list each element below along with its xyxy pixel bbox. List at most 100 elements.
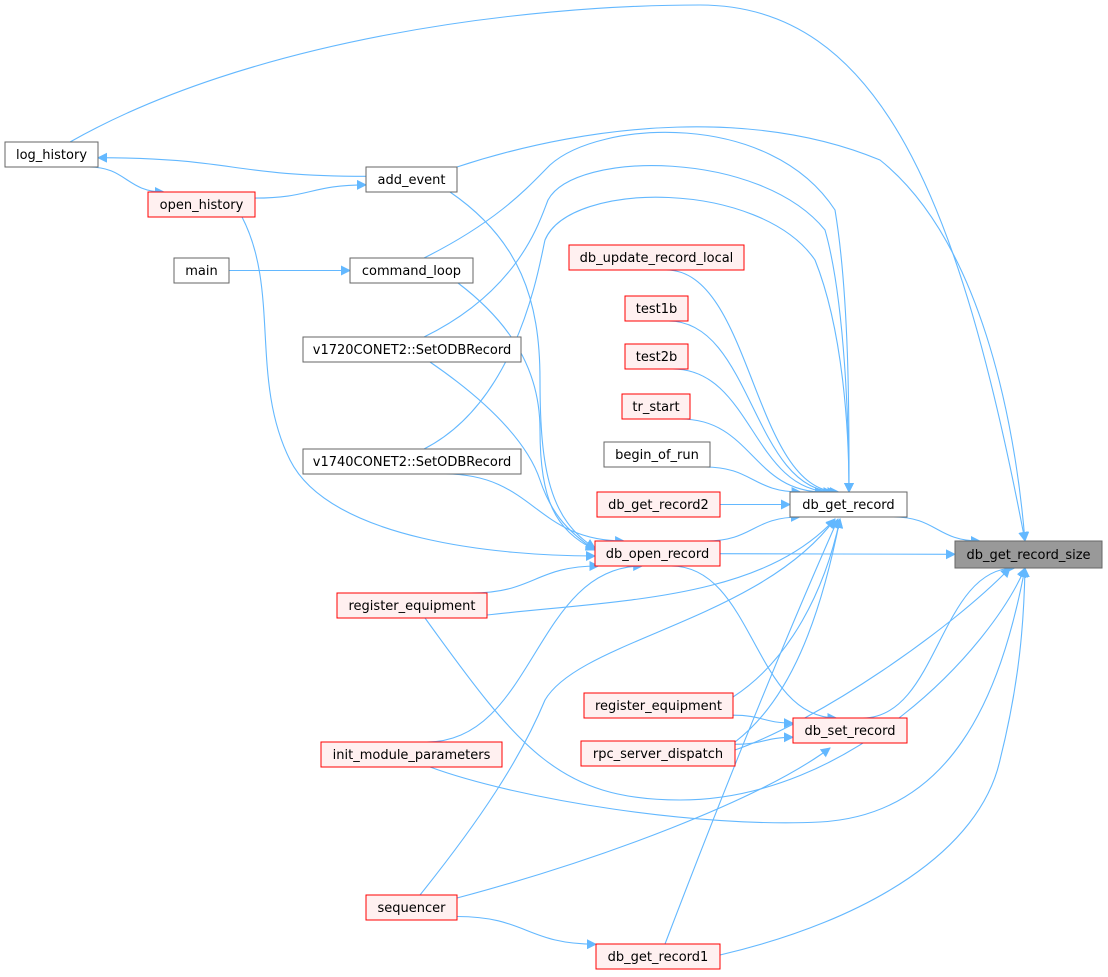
edge-db_open_record-to-db_get_record	[706, 512, 801, 542]
node-v1720[interactable]: v1720CONET2::SetODBRecord	[302, 336, 522, 363]
node-box	[789, 491, 908, 518]
edge-db_get_record1-to-db_get_record	[664, 518, 839, 945]
node-box	[595, 943, 721, 970]
node-box	[147, 191, 256, 218]
node-db_update_record_local[interactable]: db_update_record_local	[568, 244, 745, 271]
node-box	[4, 141, 99, 168]
node-box	[624, 295, 689, 322]
edge-sequencer-to-db_get_record1	[456, 915, 597, 950]
node-box	[594, 540, 721, 567]
node-log_history[interactable]: log_history	[4, 141, 99, 168]
node-main[interactable]: main	[173, 257, 230, 284]
node-box	[320, 741, 503, 768]
node-box	[302, 448, 522, 475]
edge-register_equipment_b-to-db_get_record	[732, 518, 844, 698]
node-box	[365, 166, 458, 193]
edge-test2b-to-db_get_record	[672, 368, 834, 497]
node-label: log_history	[16, 148, 87, 163]
edge-open_history-to-add_event	[254, 179, 367, 199]
node-label: db_get_record_size	[966, 548, 1090, 563]
node-db_get_record[interactable]: db_get_record	[789, 491, 908, 518]
node-label: v1720CONET2::SetODBRecord	[313, 343, 511, 358]
node-label: test1b	[636, 302, 678, 317]
edge-test1b-to-db_get_record	[668, 320, 838, 497]
node-box	[624, 343, 689, 370]
edge-v1740-to-db_open_record	[445, 473, 626, 546]
node-box	[580, 740, 736, 767]
node-box	[954, 540, 1103, 569]
node-box	[568, 244, 745, 271]
edge-v1720-to-db_open_record	[429, 361, 596, 551]
node-db_get_record2[interactable]: db_get_record2	[596, 491, 721, 518]
node-open_history[interactable]: open_history	[147, 191, 256, 218]
node-db_get_record_size: db_get_record_size	[954, 540, 1103, 569]
node-rpc_server_dispatch[interactable]: rpc_server_dispatch	[580, 740, 736, 767]
edge-v1740-to-db_get_record	[423, 196, 854, 493]
edge-db_open_record-to-db_get_record_size	[719, 549, 956, 560]
node-label: v1740CONET2::SetODBRecord	[313, 455, 511, 470]
edge-db_open_record-to-db_set_record	[671, 565, 838, 723]
node-label: register_equipment	[595, 699, 722, 714]
node-v1740[interactable]: v1740CONET2::SetODBRecord	[302, 448, 522, 475]
node-label: db_get_record	[802, 498, 894, 513]
node-test1b[interactable]: test1b	[624, 295, 689, 322]
node-box	[621, 393, 691, 420]
edge-rpc_server_dispatch-to-db_get_record_size	[734, 567, 1011, 751]
node-box	[302, 336, 522, 363]
node-label: rpc_server_dispatch	[593, 747, 723, 762]
edge-v1720-to-db_get_record	[423, 165, 854, 493]
node-label: db_set_record	[805, 724, 896, 739]
node-add_event[interactable]: add_event	[365, 166, 458, 193]
edge-begin_of_run-to-db_get_record	[704, 466, 802, 497]
node-box	[583, 692, 734, 719]
node-db_get_record1[interactable]: db_get_record1	[595, 943, 721, 970]
edges-layer	[69, 4, 1030, 956]
node-box	[596, 491, 721, 518]
node-label: add_event	[378, 173, 446, 188]
edge-add_event-to-db_open_record	[449, 191, 596, 549]
edge-init_module_parameters-to-db_open_record	[426, 561, 644, 743]
edge-register_equipment_a-to-db_get_record	[486, 518, 836, 616]
node-label: register_equipment	[349, 599, 476, 614]
node-db_set_record[interactable]: db_set_record	[792, 717, 908, 744]
node-register_equipment_a[interactable]: register_equipment	[336, 592, 488, 619]
node-sequencer[interactable]: sequencer	[365, 894, 458, 921]
node-label: db_get_record1	[608, 950, 709, 965]
node-box	[336, 592, 488, 619]
node-test2b[interactable]: test2b	[624, 343, 689, 370]
edge-register_equipment_a-to-db_open_record	[470, 561, 600, 594]
edge-db_update_record_local-to-db_get_record	[666, 269, 840, 497]
edge-command_loop-to-db_get_record	[423, 131, 855, 493]
node-box	[349, 257, 474, 284]
node-register_equipment_b[interactable]: register_equipment	[583, 692, 734, 719]
node-label: test2b	[636, 350, 678, 365]
edge-db_get_record-to-db_get_record_size	[893, 516, 981, 546]
edge-register_equipment_b-to-db_set_record	[732, 714, 794, 729]
edge-init_module_parameters-to-db_get_record_size	[429, 567, 1029, 824]
node-label: sequencer	[378, 901, 447, 916]
edge-register_equipment_a-to-db_get_record_size	[424, 567, 1027, 801]
node-command_loop[interactable]: command_loop	[349, 257, 474, 284]
node-label: tr_start	[632, 400, 679, 415]
edge-log_history-to-open_history	[88, 166, 165, 197]
edge-sequencer-to-db_set_record	[456, 747, 831, 899]
node-label: begin_of_run	[615, 448, 699, 463]
node-label: main	[185, 264, 217, 279]
edge-db_get_record1-to-db_get_record_size	[719, 567, 1030, 956]
node-init_module_parameters[interactable]: init_module_parameters	[320, 741, 503, 768]
node-begin_of_run[interactable]: begin_of_run	[603, 441, 711, 468]
edge-sequencer-to-db_get_record	[419, 518, 836, 896]
node-label: db_get_record2	[608, 498, 709, 513]
node-db_open_record[interactable]: db_open_record	[594, 540, 721, 567]
node-box	[792, 717, 908, 744]
edge-add_event-to-log_history	[97, 152, 367, 177]
edge-open_history-to-db_open_record	[241, 216, 596, 561]
node-label: command_loop	[362, 264, 461, 279]
node-tr_start[interactable]: tr_start	[621, 393, 691, 420]
node-box	[365, 894, 458, 921]
node-label: db_open_record	[606, 547, 709, 562]
node-label: open_history	[160, 198, 244, 213]
node-box	[173, 257, 230, 284]
edge-rpc_server_dispatch-to-db_get_record	[734, 518, 844, 743]
